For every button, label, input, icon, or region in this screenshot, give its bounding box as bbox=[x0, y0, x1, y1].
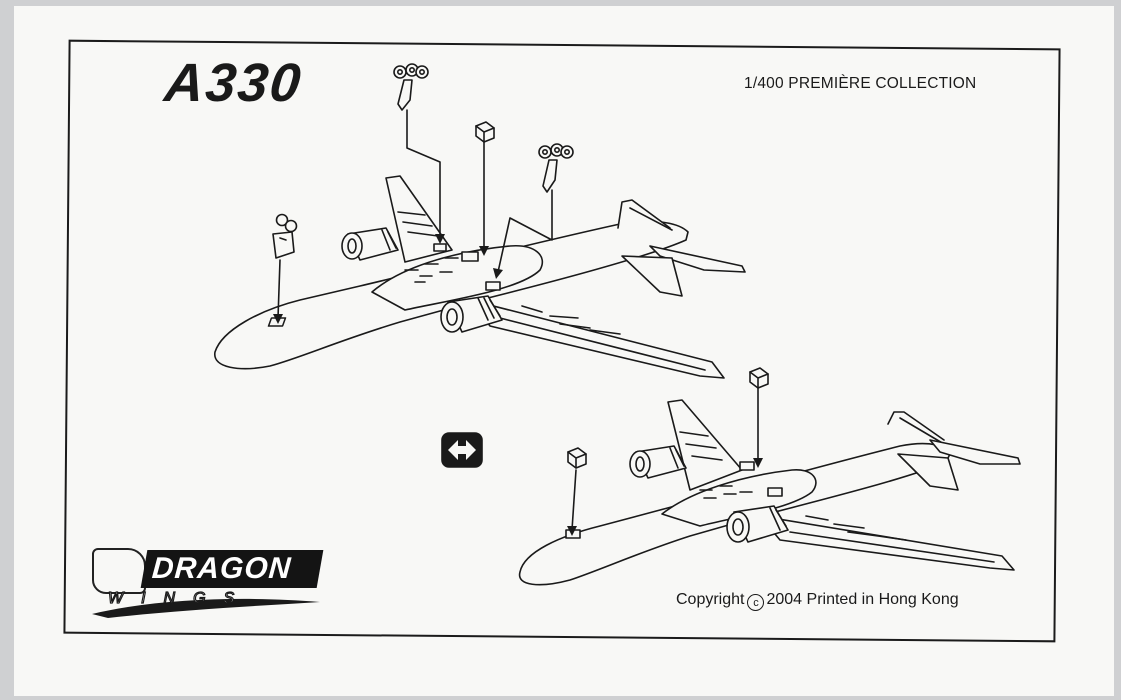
logo-brand-plate: DRAGON bbox=[140, 550, 324, 588]
aircraft-bottom-view bbox=[518, 399, 1021, 586]
flip-arrows-icon bbox=[441, 432, 483, 468]
logo-subbrand-text: WINGS bbox=[107, 589, 253, 607]
copyright-prefix: Copyright bbox=[676, 591, 745, 608]
gear-door-icon bbox=[475, 121, 495, 143]
logo-swoosh-icon bbox=[92, 598, 320, 618]
dragon-wings-logo: DRAGON WINGS bbox=[88, 544, 328, 620]
copyright-symbol: c bbox=[747, 594, 765, 611]
gear-door-icon bbox=[567, 447, 587, 469]
series-label: 1/400 PREMIÈRE COLLECTION bbox=[744, 75, 977, 92]
aircraft-top-view bbox=[214, 175, 746, 379]
copyright-suffix: 2004 Printed in Hong Kong bbox=[766, 591, 959, 608]
landing-gear-icon bbox=[272, 213, 298, 259]
landing-gear-icon bbox=[393, 63, 429, 111]
logo-brand-text: DRAGON bbox=[150, 552, 293, 585]
gear-door-icon bbox=[749, 367, 769, 389]
landing-gear-icon bbox=[538, 143, 574, 193]
